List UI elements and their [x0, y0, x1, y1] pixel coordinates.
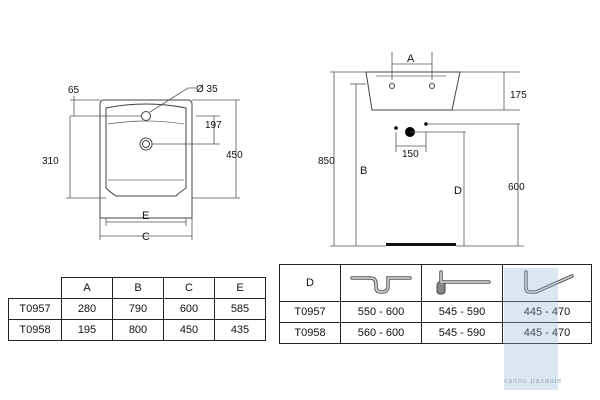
basin-top-view: Ø 35 65 197 310 450 E C [42, 84, 243, 243]
value-cell: 550 - 600 [340, 301, 422, 323]
dim-a-label: A [407, 53, 415, 65]
value-cell: 800 [112, 319, 164, 341]
header-c: C [163, 277, 215, 299]
diameter-leader [149, 87, 196, 113]
drain-outer [139, 137, 153, 151]
siphon-header-row: D [279, 264, 592, 302]
dim-197-label: 197 [205, 120, 222, 131]
value-cell: 445 - 470 [502, 322, 592, 344]
model-cell: T0957 [8, 298, 62, 320]
value-cell: 585 [214, 298, 266, 320]
value-cell: 435 [214, 319, 266, 341]
header-e: E [214, 277, 266, 299]
dim-310-label: 310 [42, 156, 59, 167]
dimensions-table: A B C E T0957 280 790 600 585 T0958 195 … [8, 277, 266, 341]
bowl-rim-line [107, 120, 185, 125]
dim-e-label: E [142, 210, 149, 222]
bottle-siphon-icon [436, 270, 491, 295]
table-row: T0958 560 - 600 545 - 590 445 - 470 [279, 322, 592, 344]
value-cell: 445 - 470 [502, 301, 592, 323]
value-cell: 600 [163, 298, 215, 320]
header-a: A [61, 277, 113, 299]
model-cell: T0957 [279, 301, 341, 323]
value-cell: 790 [112, 298, 164, 320]
basin-outline [99, 99, 193, 219]
value-cell: 195 [61, 319, 113, 341]
dimensions-header-row: A B C E [8, 277, 266, 299]
siphon-header-2 [421, 264, 503, 302]
basin-side-view: A 175 850 B 150 D 600 [318, 52, 527, 247]
table-row: T0958 195 800 450 435 [8, 319, 266, 341]
dim-175-label: 175 [510, 90, 527, 101]
dim-c-label: C [142, 231, 150, 243]
basin-bowl [105, 103, 187, 197]
dim-b-label: B [360, 165, 367, 177]
siphon-header-3 [502, 264, 592, 302]
dim-600-label: 600 [508, 182, 525, 193]
siphon-table: D T0957 550 - 600 545 - 590 445 - 470 [279, 264, 592, 344]
left-tap-hole [389, 83, 395, 89]
diameter-label: Ø 35 [196, 84, 218, 95]
value-cell: 545 - 590 [421, 301, 503, 323]
dim-850-label: 850 [318, 156, 335, 167]
drain-inner [142, 140, 150, 148]
dim-150-label: 150 [402, 149, 419, 160]
table-row: T0957 280 790 600 585 [8, 298, 266, 320]
basin-profile [365, 71, 461, 111]
model-cell: T0958 [279, 322, 341, 344]
dim-450-label: 450 [226, 150, 243, 161]
value-cell: 560 - 600 [340, 322, 422, 344]
dim-65-label: 65 [68, 85, 80, 96]
tap-hole [141, 111, 151, 121]
dimensions-header-blank [8, 277, 62, 299]
fixing-point-left [394, 126, 398, 130]
floor-line [386, 243, 456, 246]
header-b: B [112, 277, 164, 299]
model-cell: T0958 [8, 319, 62, 341]
table-row: T0957 550 - 600 545 - 590 445 - 470 [279, 301, 592, 323]
p-trap-siphon-icon [350, 276, 412, 294]
value-cell: 280 [61, 298, 113, 320]
siphon-header-1 [340, 264, 422, 302]
value-cell: 450 [163, 319, 215, 341]
dim-d-label: D [454, 185, 462, 197]
space-saving-siphon-icon [524, 270, 574, 294]
header-d: D [279, 264, 341, 302]
value-cell: 545 - 590 [421, 322, 503, 344]
right-tap-hole [429, 83, 435, 89]
technical-drawing: Ø 35 65 197 310 450 E C [42, 52, 527, 247]
watermark-text: vannu pasaule [503, 378, 563, 385]
